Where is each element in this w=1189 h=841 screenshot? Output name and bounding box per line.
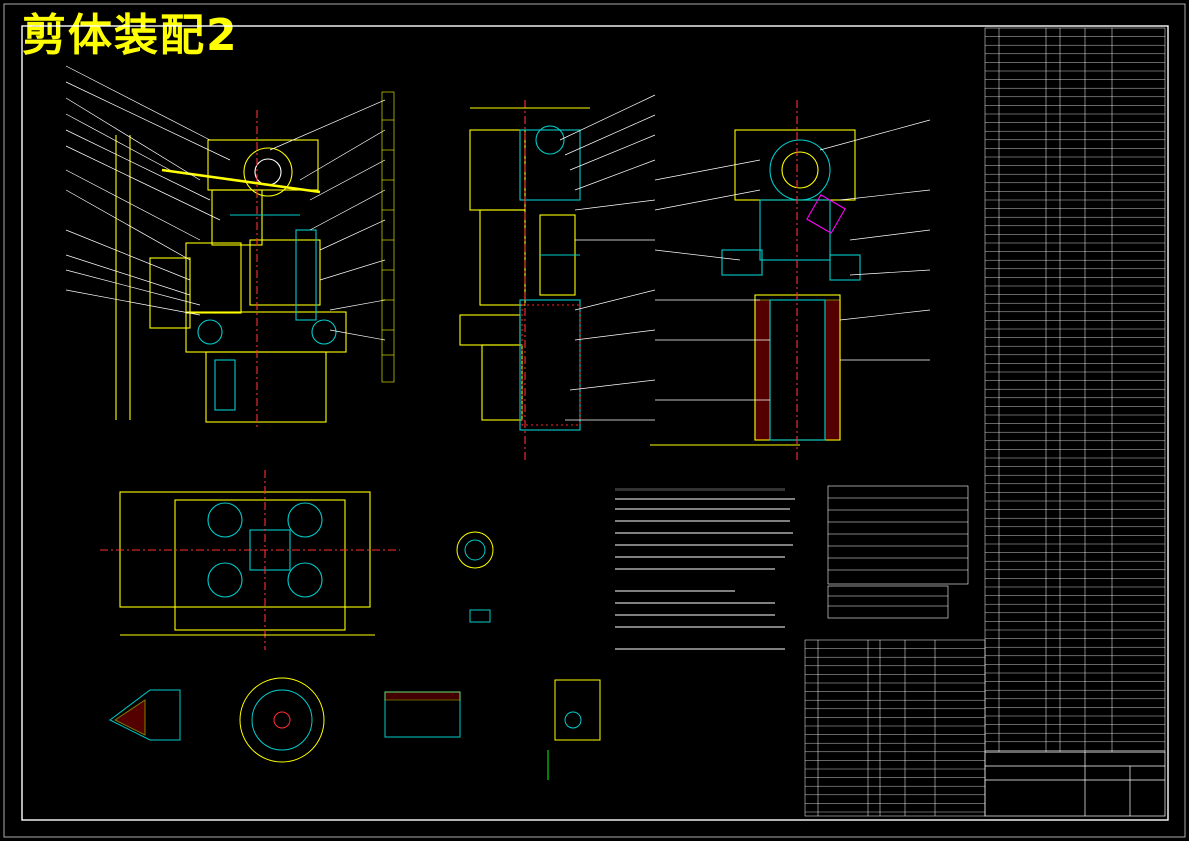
- top-view: [100, 470, 400, 650]
- outer-border: [3, 3, 1186, 838]
- title-block: [984, 751, 1166, 817]
- drawing-title: 剪体装配2: [22, 10, 239, 61]
- lower-parts-table: [804, 639, 986, 817]
- assembly-section-view: [650, 100, 861, 460]
- inner-border: [21, 25, 1169, 821]
- front-view-balloons: [381, 91, 395, 383]
- side-view-leaders: [559, 94, 656, 421]
- lower-parts-rows: [805, 648, 985, 813]
- front-view-leaders: [65, 65, 386, 341]
- assembly-side-view: [459, 100, 590, 460]
- section-view-leaders: [654, 119, 931, 401]
- parts-list-rows: [985, 36, 1165, 751]
- assembly-front-view: [115, 110, 347, 430]
- detail-views: [109, 531, 601, 780]
- parts-list-table: [984, 27, 1166, 753]
- performance-table: [827, 485, 969, 619]
- technical-notes: [615, 488, 795, 650]
